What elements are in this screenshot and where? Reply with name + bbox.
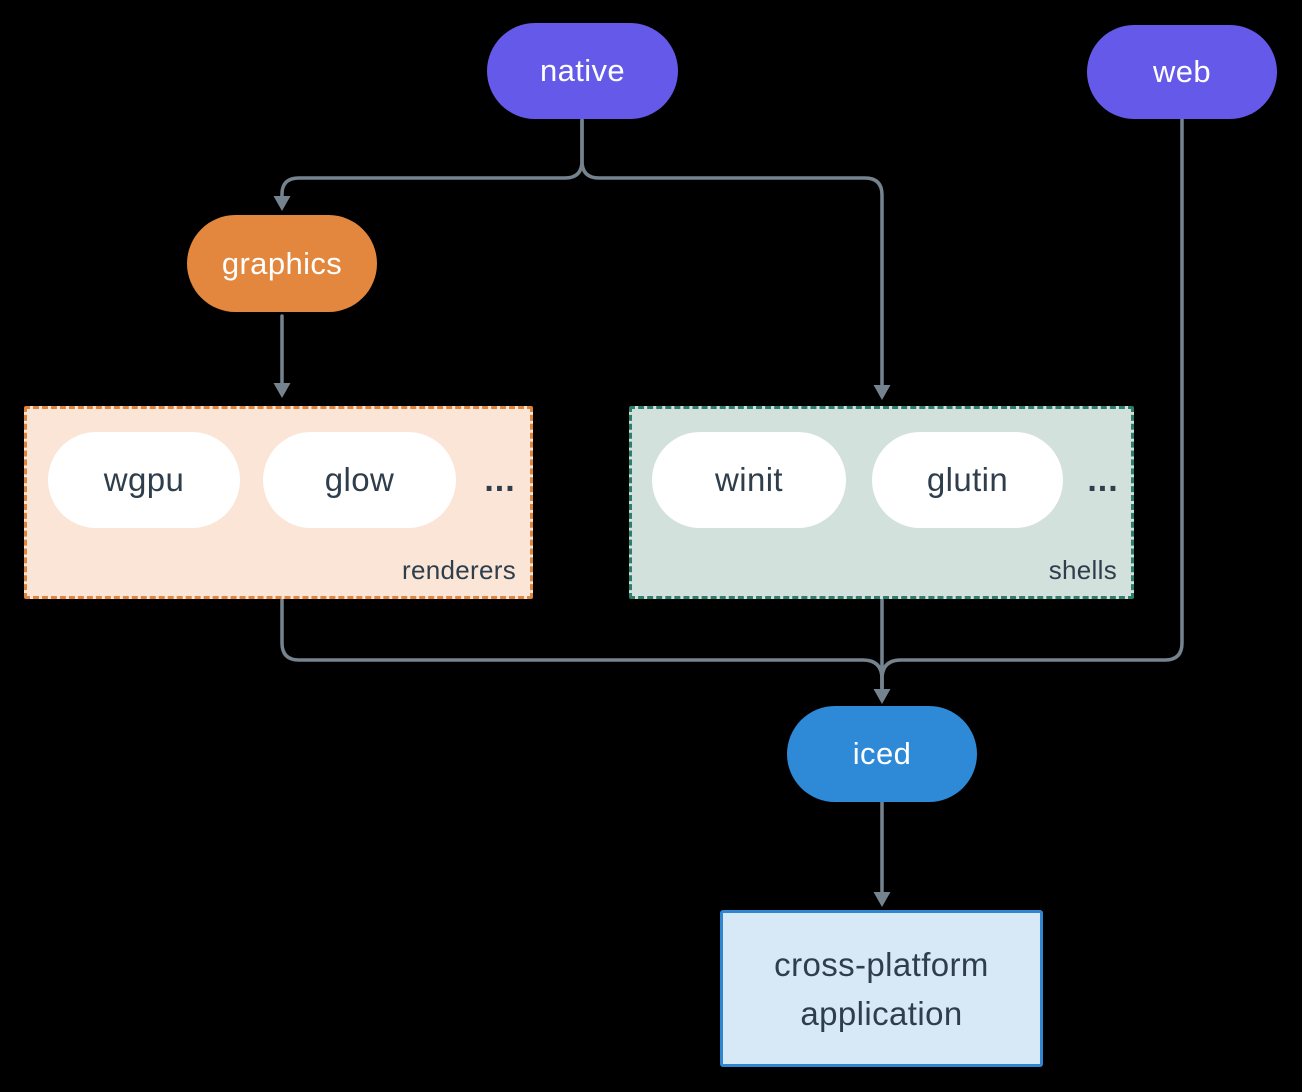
node-native-label: native <box>539 53 626 88</box>
node-winit: winit <box>652 432 846 528</box>
edge-renderers-iced <box>280 598 884 690</box>
arrowhead-graphics-renderers <box>273 383 291 398</box>
renderers-group-label: renderers <box>402 555 516 585</box>
node-wgpu: wgpu <box>48 432 240 528</box>
group-shells: winit glutin ... shells <box>629 406 1134 599</box>
app-label-line2: application <box>800 994 963 1032</box>
shells-group-label: shells <box>1048 555 1117 585</box>
shells-ellipsis: ... <box>1087 460 1119 499</box>
edge-native-shells <box>580 118 884 387</box>
node-graphics-label: graphics <box>221 245 343 281</box>
node-web-label: web <box>1152 54 1212 89</box>
edge-native-graphics <box>280 118 584 198</box>
arrowhead-iced-app <box>873 892 891 907</box>
group-renderers: wgpu glow ... renderers <box>24 406 533 599</box>
node-wgpu-label: wgpu <box>103 461 185 498</box>
node-glow: glow <box>263 432 456 528</box>
edge-web-iced <box>880 116 1184 690</box>
arrowhead-native-graphics <box>273 196 291 211</box>
app-label-line1: cross-platform <box>774 945 989 983</box>
node-winit-label: winit <box>714 461 784 498</box>
arrowhead-native-shells <box>873 385 891 400</box>
renderers-ellipsis: ... <box>484 460 516 499</box>
node-cross-platform-application: cross-platform application <box>720 910 1043 1067</box>
node-glow-label: glow <box>324 461 395 498</box>
node-iced-label: iced <box>852 736 912 771</box>
arrowhead-merge-iced <box>873 689 891 704</box>
node-glutin-label: glutin <box>926 461 1009 498</box>
node-native: native <box>487 23 678 119</box>
node-graphics: graphics <box>187 215 377 312</box>
node-glutin: glutin <box>872 432 1063 528</box>
node-iced: iced <box>787 706 977 802</box>
node-web: web <box>1087 25 1277 119</box>
